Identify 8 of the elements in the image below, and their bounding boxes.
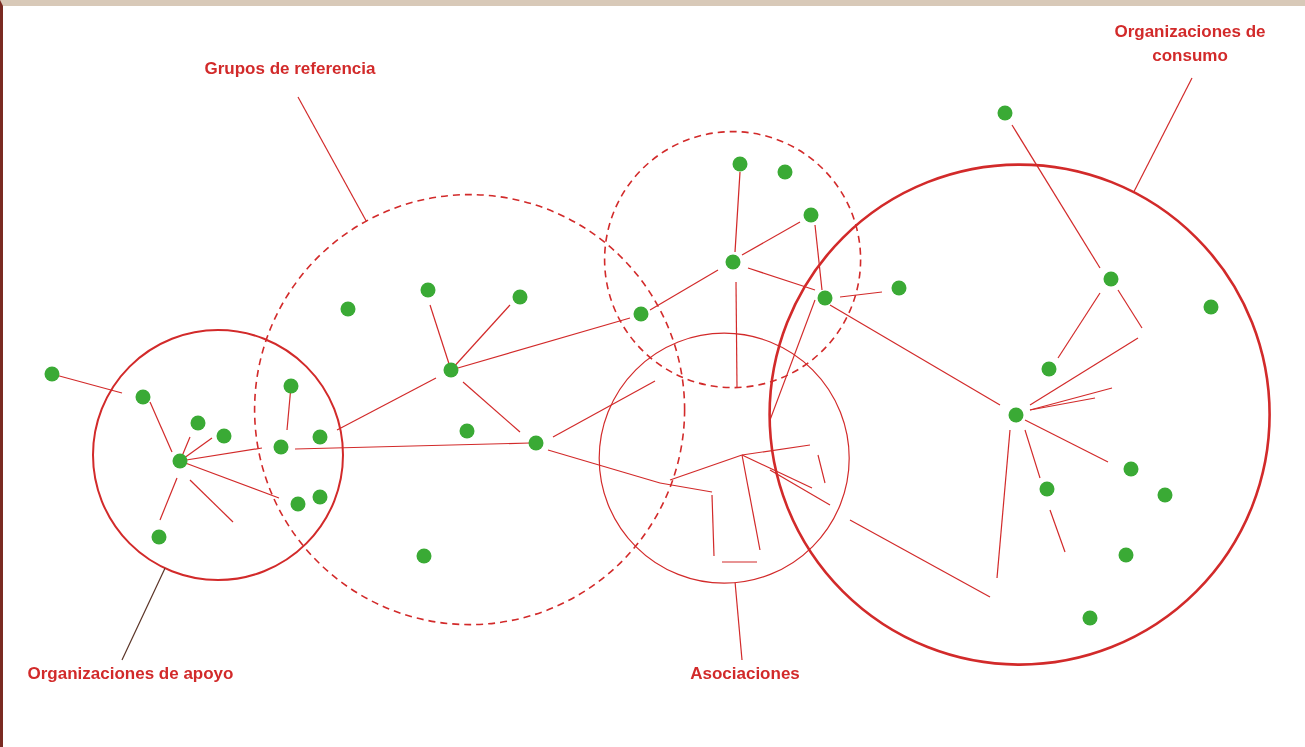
leader-line [121,567,166,661]
leader-line [1133,77,1193,193]
leader-line [297,96,368,223]
group-label: Asociaciones [689,663,801,685]
leader-line [734,581,743,661]
group-label: Organizaciones de consumo [1113,21,1267,67]
group-label: Organizaciones de apoyo [26,663,235,685]
group-label: Grupos de referencia [203,58,377,80]
